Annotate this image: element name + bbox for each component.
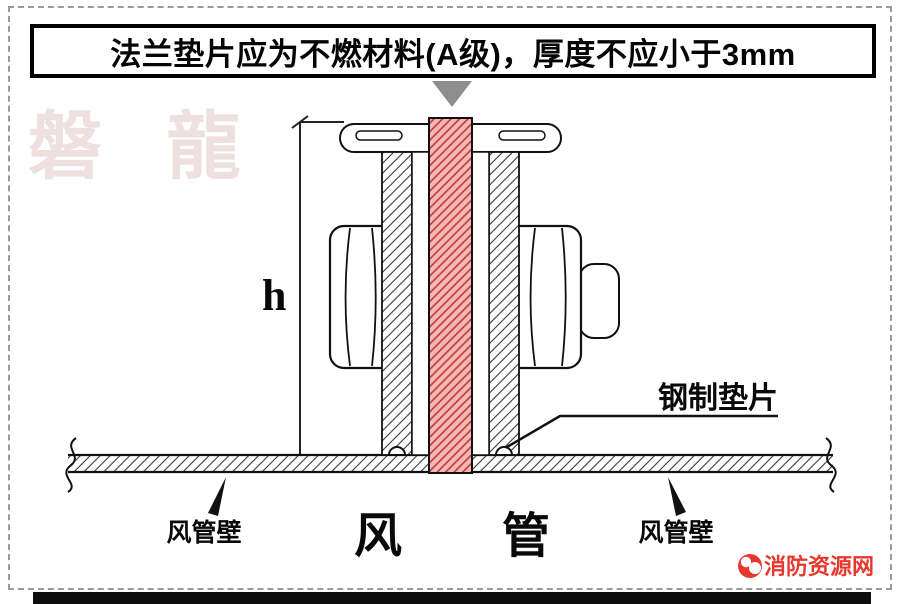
duct-wall-label-right: 风管壁: [638, 518, 713, 547]
duct-wall-label-left: 风管壁: [166, 518, 241, 547]
bottom-bar: [33, 592, 871, 604]
left-break-line: [65, 437, 77, 493]
steel-gasket-label: 钢制垫片: [658, 382, 778, 415]
watermark-text: 磐 龍: [28, 105, 263, 188]
brand-text: 消防资源网: [764, 554, 874, 579]
right-duct-roll: [494, 446, 514, 456]
brand-badge: [738, 554, 762, 578]
left-wall-arrow: [208, 477, 226, 516]
steel-gasket-leader: [506, 414, 778, 449]
top-flange-left-slot: [355, 130, 403, 141]
duct-label: 风 管: [354, 510, 576, 563]
note-banner: 法兰垫片应为不燃材料(A级)，厚度不应小于3mm: [30, 24, 876, 78]
top-flange-right-slot: [498, 130, 546, 141]
right-spacer: [471, 151, 490, 456]
right-wall-arrow: [668, 477, 686, 516]
left-spacer: [411, 151, 430, 456]
callout-arrow-icon: [432, 81, 472, 107]
dimension-label-h: h: [262, 271, 286, 320]
right-flange-plate: [488, 151, 520, 456]
bolt-end: [578, 263, 620, 339]
left-duct-roll: [387, 446, 407, 456]
flange-gasket: [428, 117, 473, 474]
right-break-line: [825, 437, 837, 493]
left-flange-plate: [381, 151, 413, 456]
